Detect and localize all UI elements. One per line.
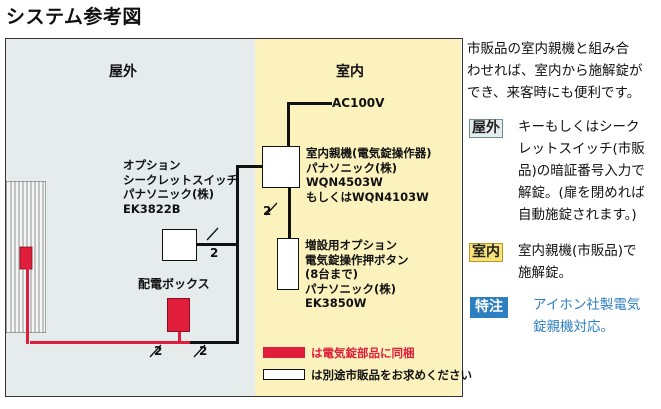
page-title: システム参考図 [6,6,142,28]
door-lock-icon [6,181,46,333]
legend-red-swatch [263,347,305,358]
indoor-master-label: 室内親機(電気錠操作器) パナソニック(株) WQN4503W もしくはWQN4… [306,146,432,204]
wire-count-label: 2 [210,246,219,260]
wire-count-label: 2 [263,204,272,218]
indoor-heading: 室内 [336,64,364,80]
trunk-wire-v [236,243,239,344]
ac-power-wire-h [287,102,332,105]
wire-count-label: 2 [199,344,208,358]
junction-box-label: 配電ボックス [138,277,210,291]
indoor-description: 室内親機(市販品)で 施解錠。 [518,243,637,281]
outdoor-tag: 屋外 [469,119,503,138]
special-order-note: アイホン社製電気 錠親機対応。 [533,297,641,335]
lock-wire-red [30,341,190,344]
push-button-label: 増設用オプション 電気錠操作押ボタン (8台まで) パナソニック(株) EK38… [305,238,409,310]
junction-box [167,298,190,332]
indoor-tag: 室内 [469,243,503,262]
outdoor-description: キーもしくはシーク レットスイッチ(市販 品)の暗証番号入力で 解錠。(扉を閉め… [518,119,645,223]
legend-white-text: は別途市販品をお求めください [311,368,472,382]
legend-white-swatch [263,369,305,380]
power-label: AC100V [332,96,385,110]
wire-count-label: 2 [154,344,163,358]
junction-wire-red [178,330,181,344]
outdoor-heading: 屋外 [109,64,137,80]
master-to-switch-wire-h [236,165,264,168]
switch-wire [195,243,239,246]
intro-text: 市販品の室内親機と組み合 わせれば、室内から施解錠が でき、来客時にも便利です。 [467,41,643,101]
special-order-badge: 特注 [470,297,508,318]
master-to-switch-wire-v [236,165,239,245]
door-wire-red [26,266,29,344]
secret-switch-unit [162,229,197,261]
ac-power-wire-v [287,102,290,148]
outdoor-section [6,39,255,396]
master-to-button-wire [288,186,291,239]
secret-switch-label: オプション シークレットスイッチ パナソニック(株) EK3822B [123,158,238,216]
indoor-master-unit [262,146,300,188]
push-button-unit [277,238,299,290]
trunk-wire-h [190,341,239,344]
legend-red-text: は電気錠部品に同梱 [311,346,415,360]
